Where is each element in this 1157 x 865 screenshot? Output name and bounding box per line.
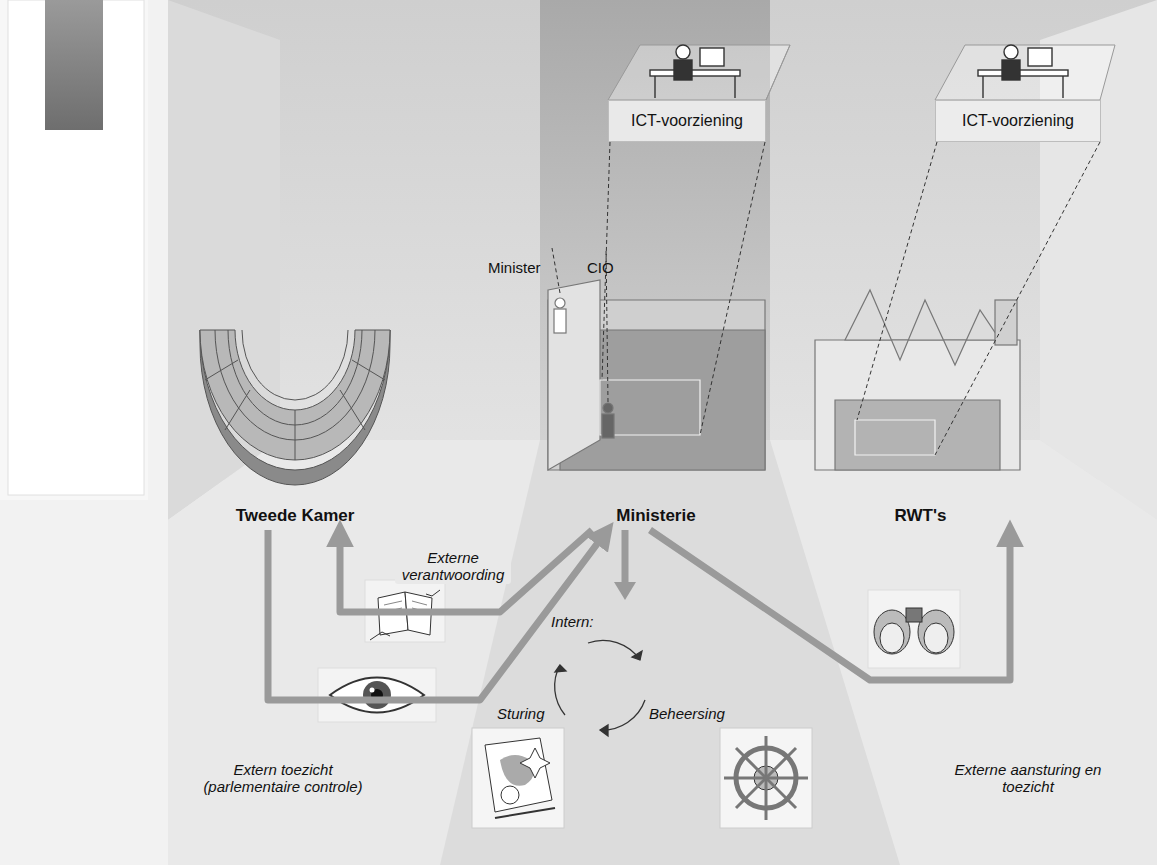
- node-label: RWT's: [891, 504, 951, 528]
- annotation-label: CIO: [584, 258, 617, 277]
- annotation-label: Sturing: [494, 704, 548, 723]
- entity-block: Ministerie: [540, 300, 772, 528]
- ict-box: ICT-voorziening: [935, 100, 1101, 142]
- node-label: ICT-voorziening: [958, 110, 1078, 132]
- edge-label: Extern toezicht (parlementaire controle): [180, 760, 386, 796]
- annotation-label: Minister: [485, 258, 544, 277]
- node-label: ICT-voorziening: [627, 110, 747, 132]
- node-label: Tweede Kamer: [232, 504, 359, 528]
- ict-box: ICT-voorziening: [608, 100, 766, 142]
- entity-block: Tweede Kamer: [195, 290, 395, 528]
- entity-block: RWT's: [808, 290, 1033, 528]
- flow-arrow: [268, 530, 606, 700]
- annotation-label: Beheersing: [646, 704, 728, 723]
- annotation-label: Intern:: [548, 612, 597, 631]
- flow-arrow: [650, 530, 1010, 680]
- edge-label: Externe verantwoording: [395, 548, 511, 584]
- node-label: Ministerie: [612, 504, 699, 528]
- edge-label: Externe aansturing en toezicht: [950, 760, 1106, 796]
